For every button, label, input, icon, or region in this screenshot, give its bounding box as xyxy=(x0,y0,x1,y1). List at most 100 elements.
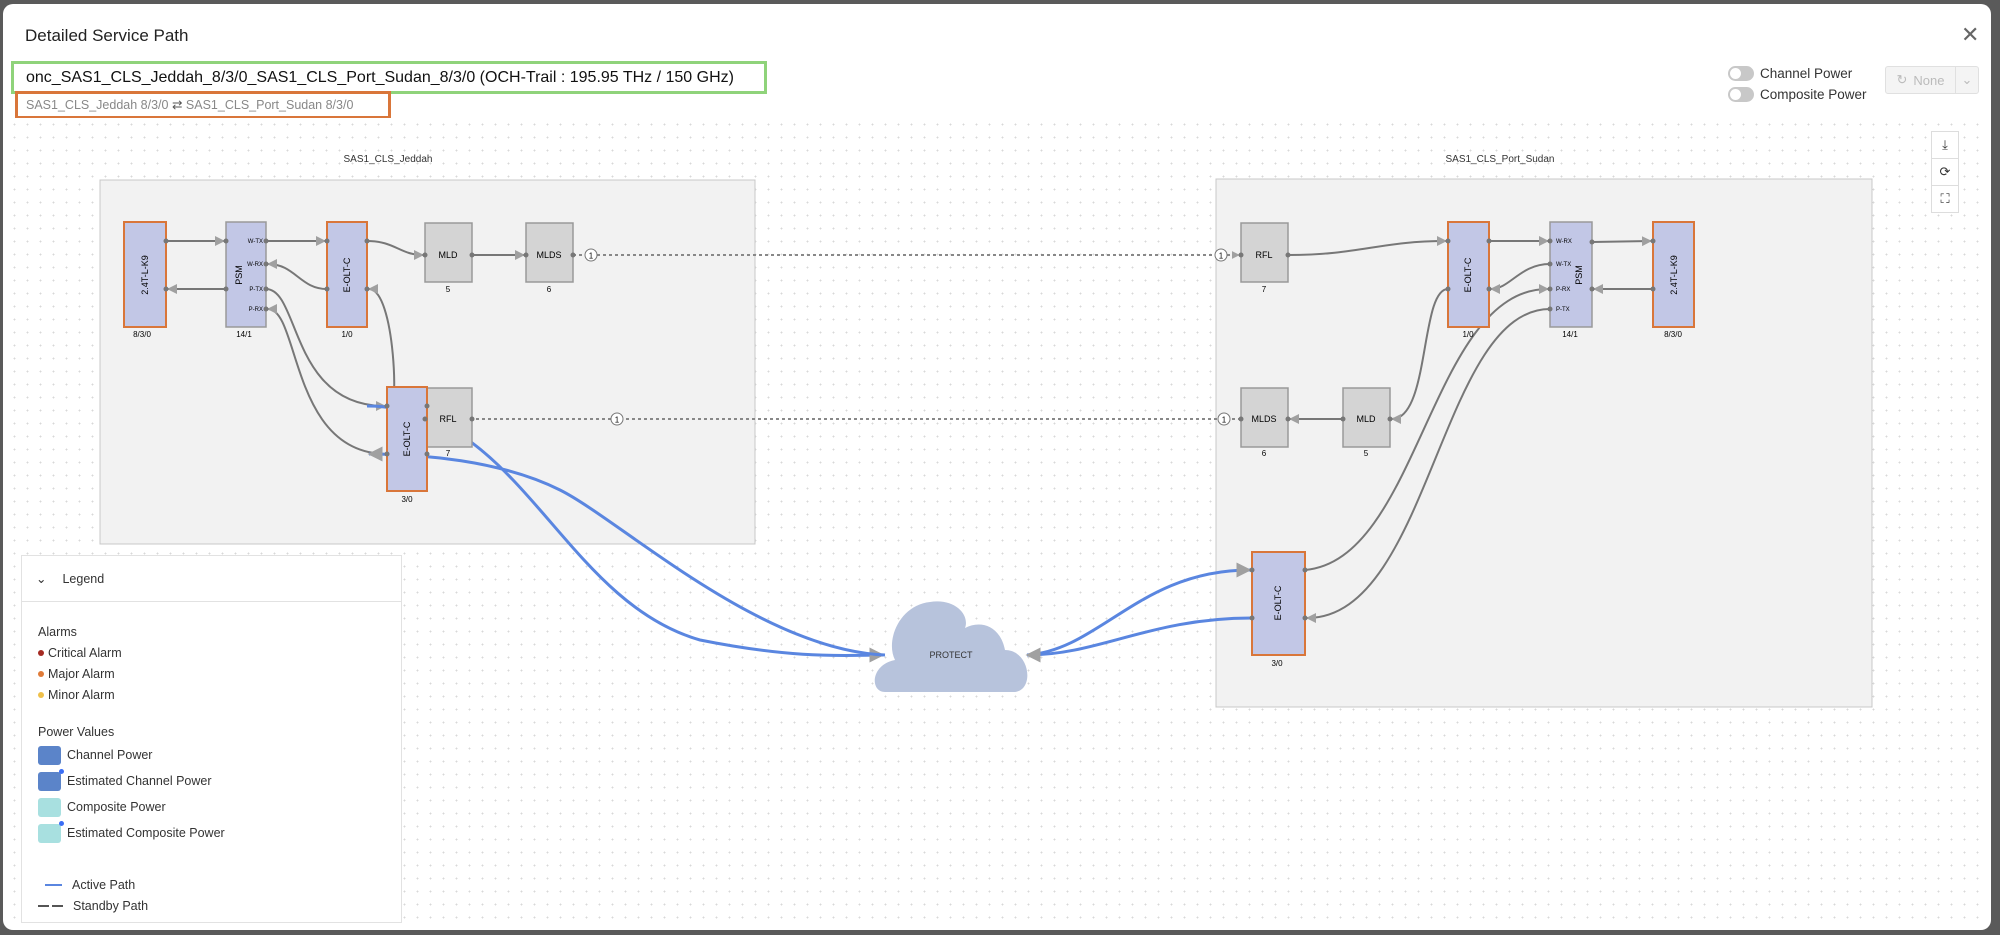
legend-alarms: Alarms Critical Alarm Major Alarm Minor … xyxy=(38,621,122,705)
svg-text:E-OLT-C: E-OLT-C xyxy=(1463,257,1473,292)
svg-text:PSM: PSM xyxy=(1574,265,1584,285)
node-transponder-right[interactable]: 2.4T-L-K9 8/3/0 xyxy=(1652,221,1695,339)
svg-text:MLDS: MLDS xyxy=(536,250,561,260)
svg-text:5: 5 xyxy=(446,285,451,294)
legend-label: Major Alarm xyxy=(48,666,115,681)
refresh-value: None xyxy=(1913,72,1945,88)
standby-links xyxy=(166,236,1653,623)
svg-text:P-RX: P-RX xyxy=(1556,287,1570,293)
link xyxy=(1391,288,1449,424)
legend-label: Standby Path xyxy=(73,898,149,913)
legend-title: Legend xyxy=(62,571,105,586)
close-icon[interactable]: ✕ xyxy=(1961,22,1980,47)
node-eolt-work-left[interactable]: E-OLT-C 1/0 xyxy=(326,221,368,339)
svg-text:W-TX: W-TX xyxy=(248,239,263,245)
svg-text:PSM: PSM xyxy=(234,265,244,285)
svg-text:3/0: 3/0 xyxy=(401,495,413,504)
composite-power-toggle[interactable]: Composite Power xyxy=(1728,87,1867,102)
fiber-spans xyxy=(448,251,1241,423)
composite-power-swatch-icon xyxy=(38,797,61,817)
svg-text:MLD: MLD xyxy=(1356,414,1376,424)
link xyxy=(366,240,424,260)
toggle-switch[interactable] xyxy=(1728,66,1754,81)
ports xyxy=(163,238,1656,621)
legend-header[interactable]: ⌄ Legend xyxy=(22,556,401,602)
estimated-composite-power-swatch-icon xyxy=(38,820,64,843)
chevron-down-icon[interactable]: ⌄ xyxy=(1961,72,1973,87)
link xyxy=(267,304,388,455)
svg-text:6: 6 xyxy=(547,285,552,294)
node-eolt-protect-right[interactable]: E-OLT-C 3/0 xyxy=(1251,551,1306,668)
svg-text:E-OLT-C: E-OLT-C xyxy=(402,421,412,456)
legend-item: Channel Power xyxy=(38,742,225,768)
node-mlds-left[interactable]: MLDS 6 xyxy=(525,222,574,294)
legend-label: Estimated Composite Power xyxy=(67,826,225,840)
span-badge[interactable]: 1 xyxy=(1214,248,1228,262)
legend-item: Composite Power xyxy=(38,794,225,820)
diagram-toolbar: ⤓ ⟳ ⛶ xyxy=(1931,131,1959,213)
link xyxy=(1490,263,1551,294)
span-badge[interactable]: 1 xyxy=(584,248,598,262)
svg-text:8/3/0: 8/3/0 xyxy=(133,330,151,339)
fullscreen-icon[interactable]: ⛶ xyxy=(1940,191,1950,206)
refresh-interval-select[interactable]: ↻ None ⌄ xyxy=(1885,66,1979,94)
legend-label: Minor Alarm xyxy=(48,687,115,702)
svg-text:P-TX: P-TX xyxy=(1556,307,1570,313)
legend-item: Active Path xyxy=(38,874,148,895)
legend-panel: ⌄ Legend Alarms Critical Alarm Major Ala… xyxy=(21,555,402,923)
legend-label: Estimated Channel Power xyxy=(67,774,212,788)
span-badge[interactable]: 1 xyxy=(1217,412,1231,426)
standby-path-line-icon xyxy=(38,904,63,907)
svg-text:1: 1 xyxy=(615,416,620,425)
legend-item: Major Alarm xyxy=(38,663,122,684)
svg-text:RFL: RFL xyxy=(439,414,456,424)
refresh-icon[interactable]: ⟳ xyxy=(1932,159,1958,186)
node-psm-right[interactable]: PSM W-RX W-TX P-RX P-TX 14/1 xyxy=(1549,221,1593,339)
svg-text:7: 7 xyxy=(1262,285,1267,294)
node-mlds-right[interactable]: MLDS 6 xyxy=(1240,387,1289,458)
active-link xyxy=(367,446,886,657)
link xyxy=(1591,236,1652,247)
refresh-icon: ↻ xyxy=(1896,72,1908,87)
node-psm-left[interactable]: PSM W-TX W-RX P-TX P-RX 14/1 xyxy=(225,221,267,339)
svg-text:1: 1 xyxy=(589,252,594,261)
alarms-title: Alarms xyxy=(38,624,77,639)
site-panel-right xyxy=(1215,178,1873,708)
svg-text:1: 1 xyxy=(1222,416,1227,425)
legend-label: Critical Alarm xyxy=(48,645,122,660)
legend-item: Standby Path xyxy=(38,895,148,916)
svg-text:14/1: 14/1 xyxy=(236,330,252,339)
major-alarm-dot-icon xyxy=(38,670,44,677)
minor-alarm-dot-icon xyxy=(38,691,44,698)
active-link xyxy=(1026,562,1252,657)
active-link xyxy=(1025,616,1253,663)
svg-text:RFL: RFL xyxy=(1255,250,1272,260)
node-transponder-left[interactable]: 2.4T-L-K9 8/3/0 xyxy=(123,221,167,339)
legend-label: Channel Power xyxy=(67,748,153,762)
legend-power: Power Values Channel Power Estimated Cha… xyxy=(38,721,225,846)
svg-text:14/1: 14/1 xyxy=(1562,330,1578,339)
node-eolt-protect-left[interactable]: E-OLT-C 3/0 xyxy=(386,386,428,504)
svg-text:MLDS: MLDS xyxy=(1251,414,1276,424)
svg-text:1: 1 xyxy=(1219,252,1224,261)
node-mld-right[interactable]: MLD 5 xyxy=(1342,387,1391,458)
toggle-switch[interactable] xyxy=(1728,87,1754,102)
svg-text:W-RX: W-RX xyxy=(247,262,263,268)
bidirectional-icon: ⇄ xyxy=(171,98,183,112)
protect-cloud[interactable]: PROTECT xyxy=(874,601,1028,692)
estimated-channel-power-swatch-icon xyxy=(38,768,64,791)
channel-power-toggle[interactable]: Channel Power xyxy=(1728,66,1852,81)
service-endpoints: SAS1_CLS_Jeddah 8/3/0 ⇄ SAS1_CLS_Port_Su… xyxy=(15,91,391,119)
download-icon[interactable]: ⤓ xyxy=(1932,132,1958,159)
link xyxy=(1306,308,1551,623)
svg-text:8/3/0: 8/3/0 xyxy=(1664,330,1682,339)
legend-item: Estimated Channel Power xyxy=(38,768,225,794)
power-title: Power Values xyxy=(38,724,115,739)
node-eolt-work-right[interactable]: E-OLT-C 1/0 xyxy=(1447,221,1490,339)
active-path-line-icon xyxy=(45,883,62,886)
chevron-down-icon[interactable]: ⌄ xyxy=(36,572,47,586)
node-rfl-left[interactable]: RFL 7 xyxy=(424,387,473,458)
svg-text:MLD: MLD xyxy=(438,250,458,260)
svg-text:7: 7 xyxy=(446,449,451,458)
span-badge[interactable]: 1 xyxy=(610,412,624,426)
